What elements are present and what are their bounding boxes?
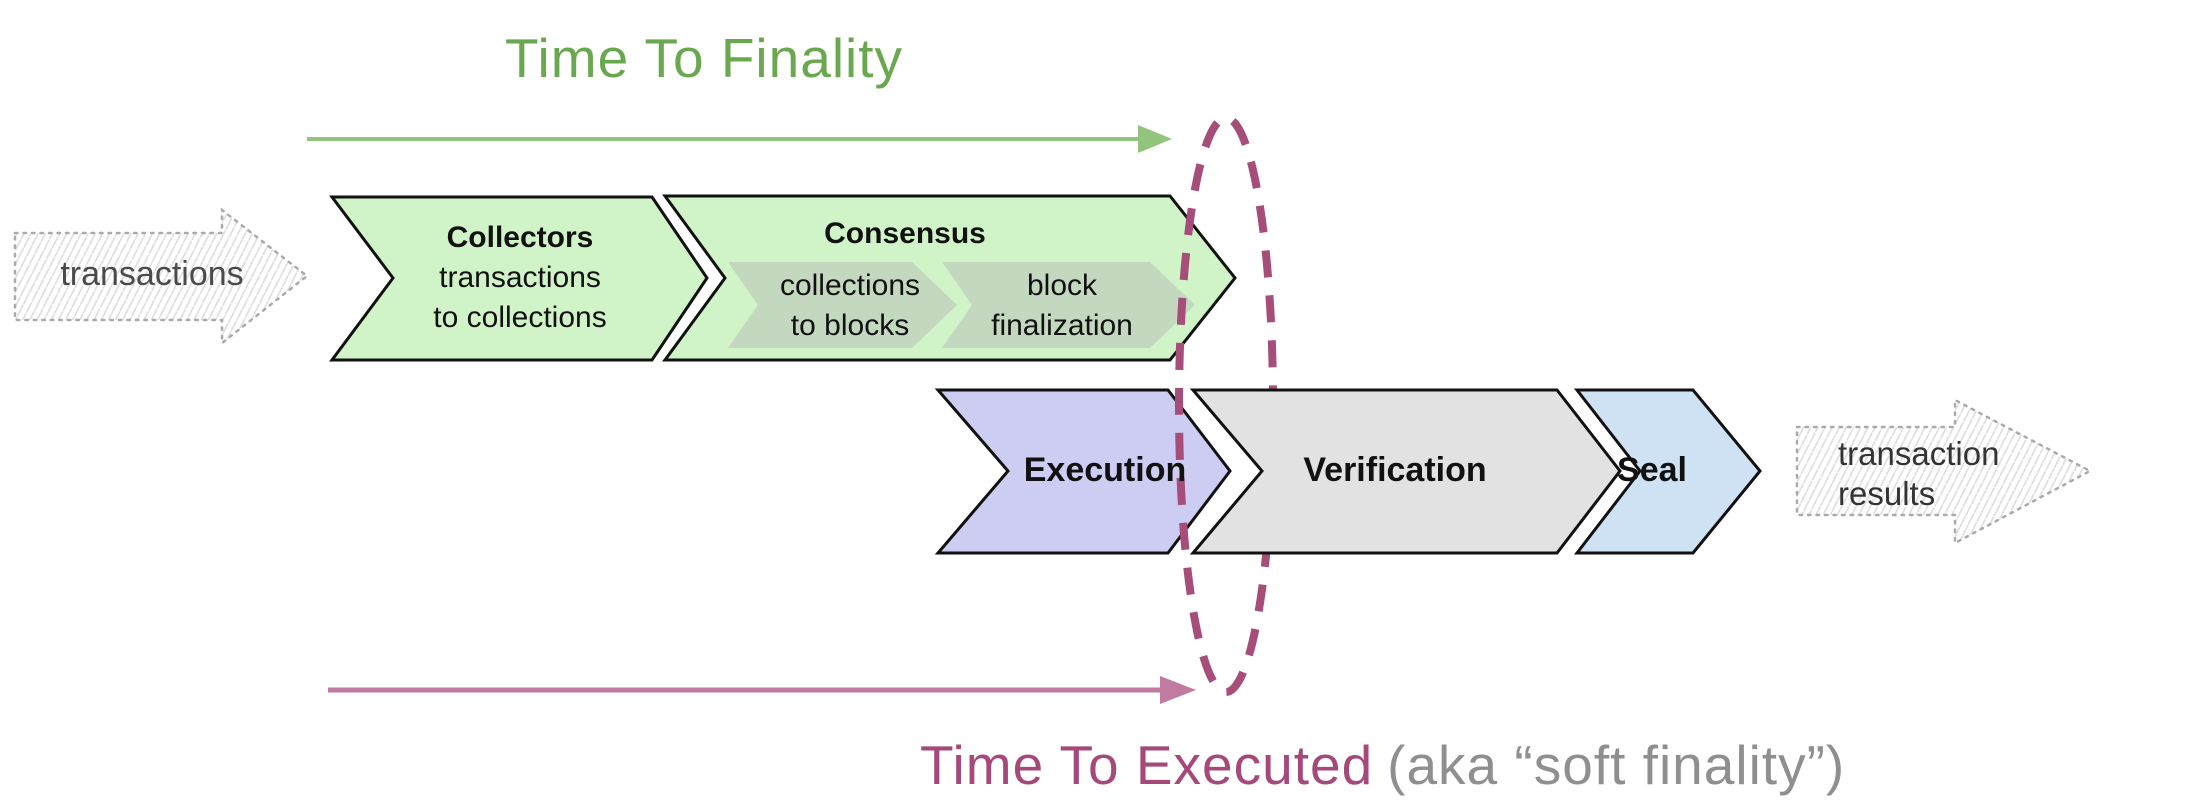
time-to-executed-title: Time To Executed(aka “soft finality”) bbox=[920, 733, 1845, 797]
time-to-finality-arrowhead bbox=[1138, 125, 1172, 153]
sub1-line2: to blocks bbox=[790, 309, 910, 342]
collectors-line2: to collections bbox=[433, 301, 607, 334]
collectors-chevron-shape bbox=[328, 195, 709, 362]
time-to-finality-title: Time To Finality bbox=[505, 27, 904, 89]
output-line2: results bbox=[1838, 475, 1936, 512]
output-line1: transaction bbox=[1838, 435, 2000, 472]
sub2-line1: block bbox=[1026, 269, 1098, 302]
execution-chevron-shape bbox=[934, 388, 1232, 555]
block-finalization-subchevron-shape bbox=[942, 262, 1195, 348]
collectors-title: Collectors bbox=[446, 221, 594, 254]
time-to-executed-arrowhead bbox=[1160, 676, 1196, 704]
collections-to-blocks-label: collections to blocks bbox=[780, 266, 920, 346]
execution-label: Execution bbox=[1023, 451, 1187, 489]
block-finalization-label: block finalization bbox=[991, 266, 1133, 346]
transactions-input-label: transactions bbox=[60, 255, 244, 293]
collections-to-blocks-subchevron-shape bbox=[728, 262, 957, 348]
transaction-results-output-arrow bbox=[1795, 397, 2093, 546]
sub1-line1: collections bbox=[779, 269, 921, 302]
consensus-title: Consensus bbox=[824, 217, 986, 250]
collectors-label: Collectors transactions to collections bbox=[433, 218, 606, 338]
sub2-line2: finalization bbox=[991, 309, 1133, 342]
verification-chevron-shape bbox=[1189, 388, 1622, 555]
seal-label: Seal bbox=[1617, 451, 1687, 489]
time-to-executed-text: Time To Executed bbox=[920, 734, 1374, 796]
transaction-results-label: transaction results bbox=[1838, 434, 1999, 514]
soft-finality-suffix: (aka “soft finality”) bbox=[1387, 734, 1846, 796]
seal-chevron-shape bbox=[1573, 388, 1762, 555]
transactions-input-arrow bbox=[13, 207, 310, 346]
collectors-line1: transactions bbox=[439, 261, 601, 294]
verification-label: Verification bbox=[1303, 451, 1487, 489]
